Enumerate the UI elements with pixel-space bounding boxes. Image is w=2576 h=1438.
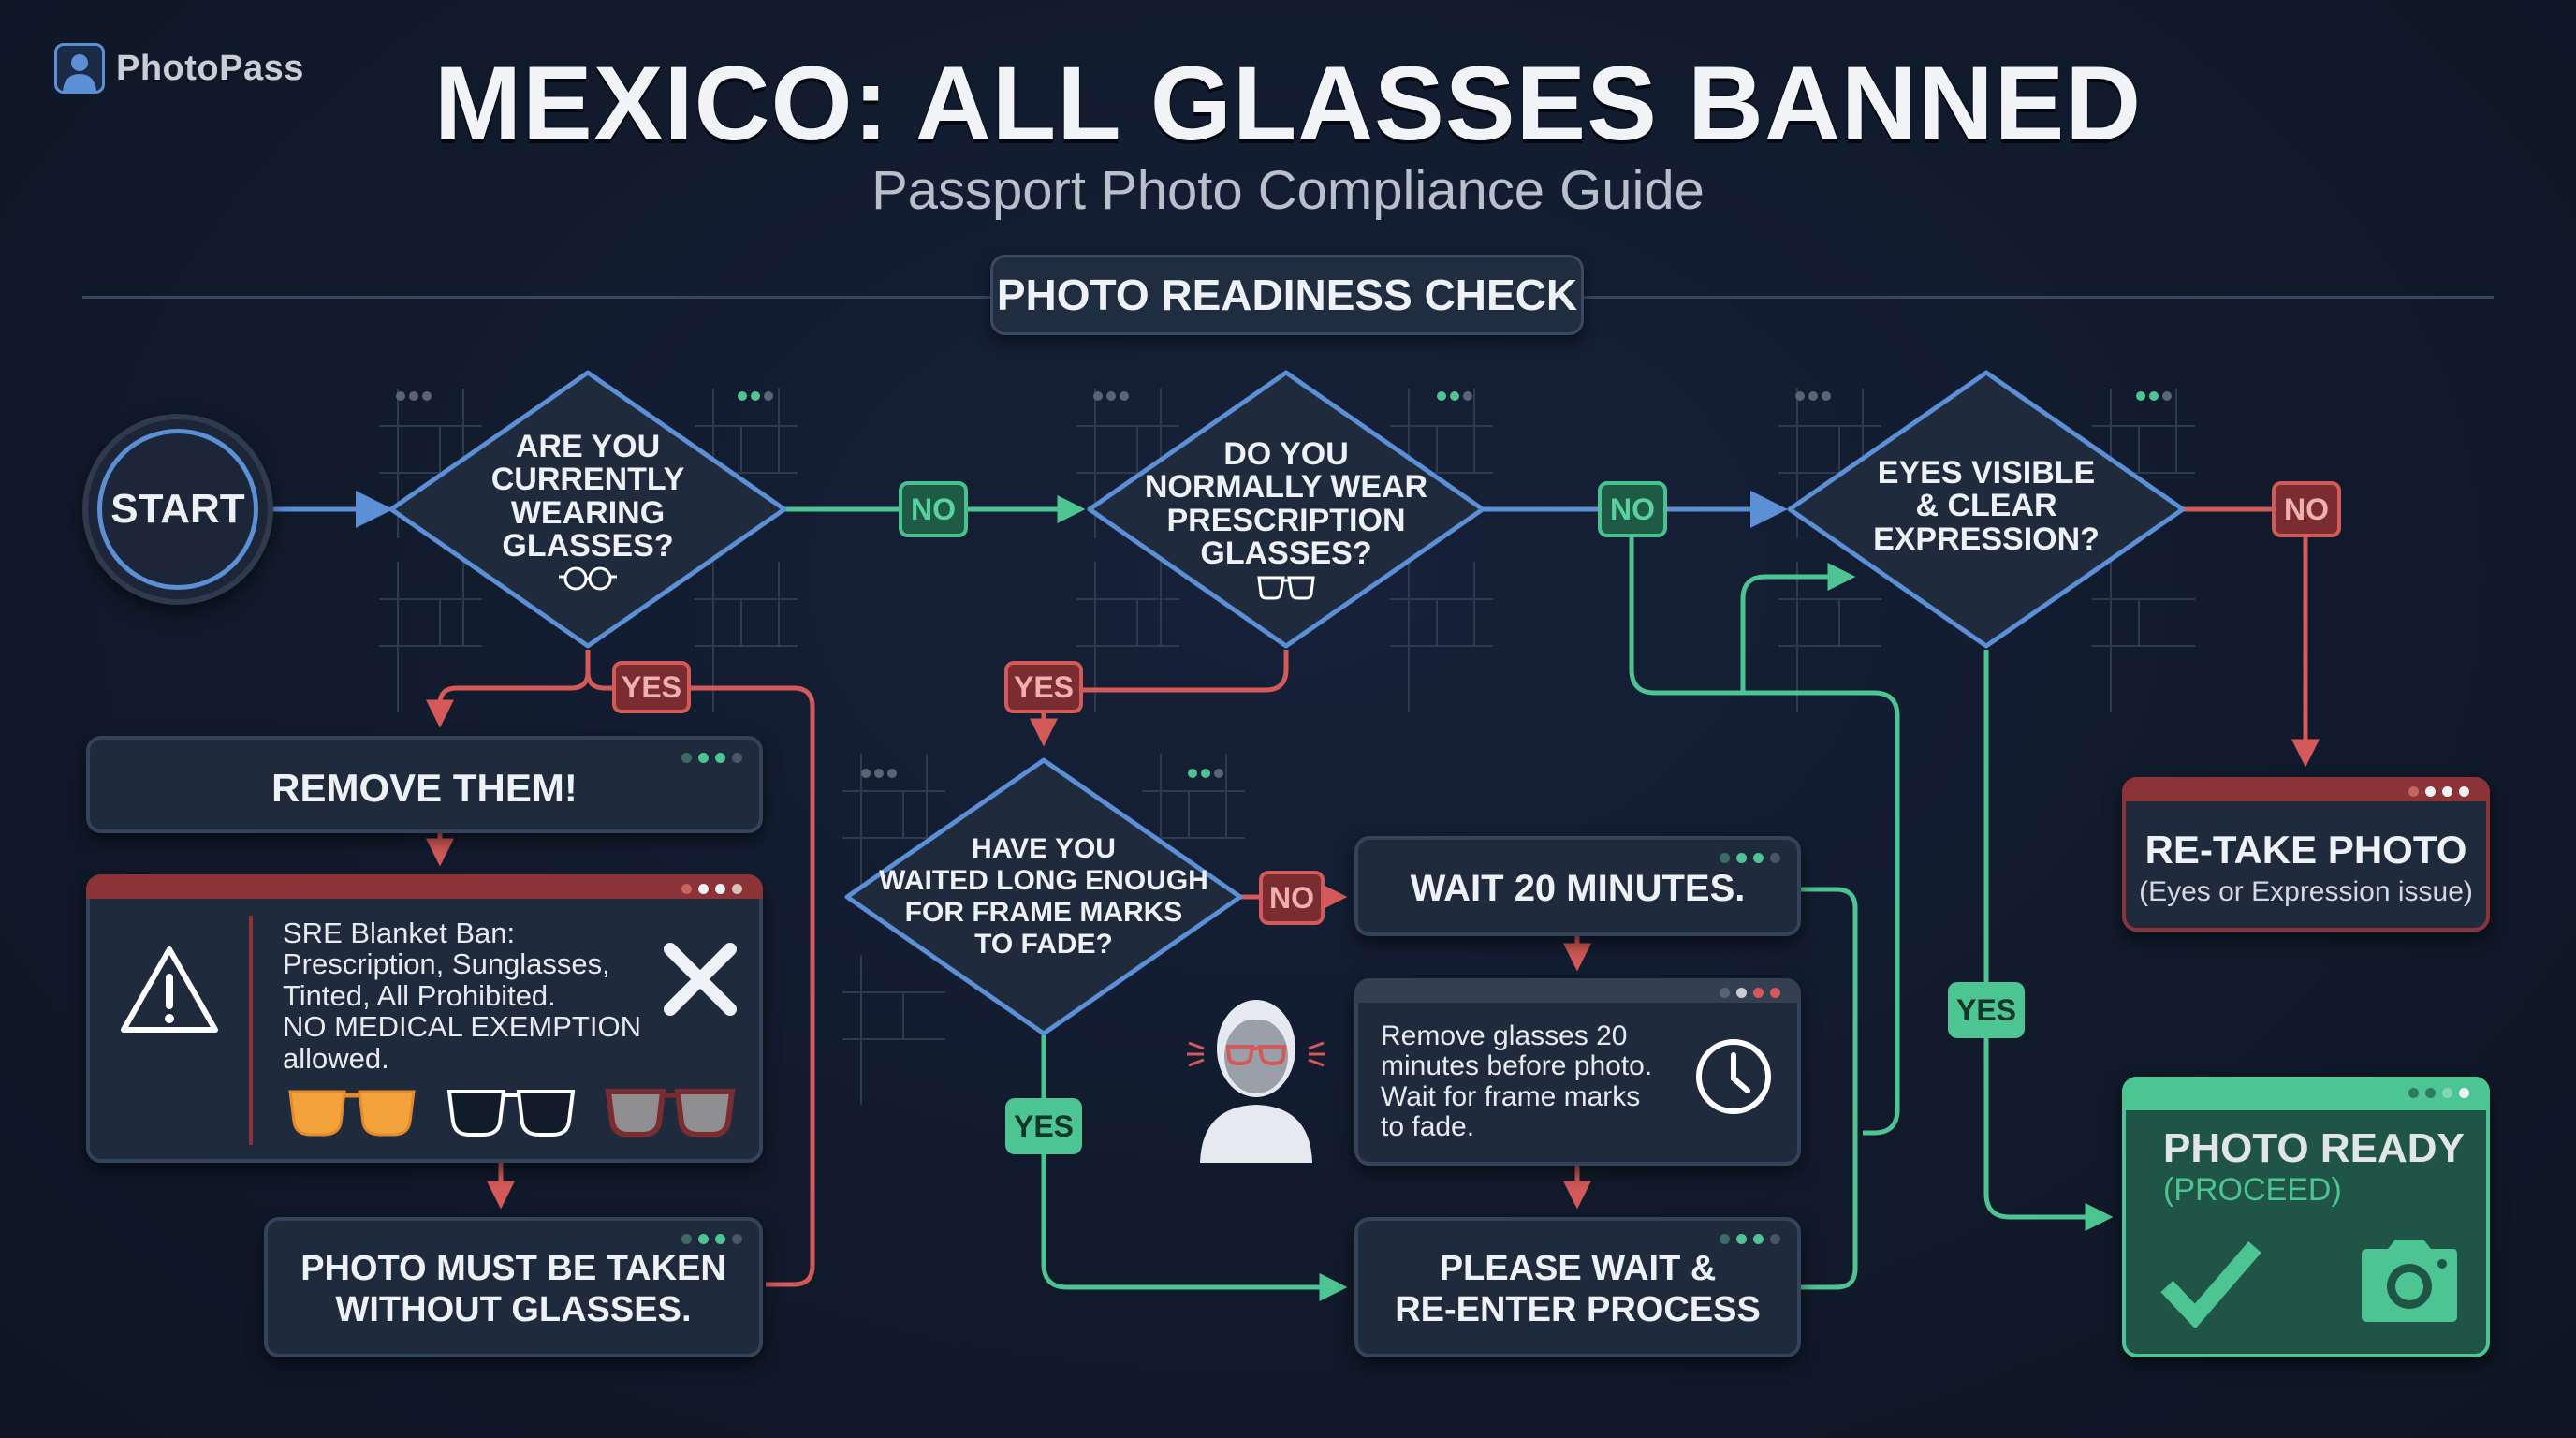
section-badge: PHOTO READINESS CHECK [990, 255, 1584, 335]
start-node[interactable]: START [82, 414, 273, 605]
retake-subtitle: (Eyes or Expression issue) [2139, 876, 2473, 907]
blanket-ban-text: SRE Blanket Ban: Prescription, Sunglasse… [283, 917, 641, 1075]
q2-line: NORMALLY WEAR [1144, 469, 1428, 506]
warning-triangle-icon [121, 946, 218, 1033]
question-normally-wear[interactable]: DO YOU NORMALLY WEAR PRESCRIPTION GLASSE… [1136, 436, 1436, 609]
square-glasses-icon [1257, 576, 1315, 600]
q4-line: TO FADE? [974, 928, 1113, 960]
q4-line: HAVE YOU [972, 833, 1116, 864]
detail-line: Wait for frame marks [1381, 1080, 1641, 1112]
please-wait-line: PLEASE WAIT & [1439, 1249, 1717, 1288]
clear-glasses-icon [446, 1090, 576, 1137]
page-subtitle: Passport Photo Compliance Guide [871, 160, 1705, 221]
round-glasses-icon [559, 566, 617, 591]
q4-yes-tag: YES [1005, 1098, 1082, 1154]
q2-line: DO YOU [1223, 436, 1349, 472]
must-without-label: PHOTO MUST BE TAKEN WITHOUT GLASSES. [268, 1249, 759, 1330]
window-dots [681, 753, 742, 763]
q2-line: PRESCRIPTION [1166, 502, 1406, 538]
ban-line: allowed. [283, 1041, 389, 1075]
q3-line: EYES VISIBLE [1877, 455, 2096, 491]
photo-ready-card[interactable]: PHOTO READY (PROCEED) [2122, 1077, 2490, 1357]
q4-line: WAITED LONG ENOUGH [879, 864, 1208, 896]
q2-line: GLASSES? [1200, 536, 1372, 572]
ban-line: Prescription, Sunglasses, [283, 947, 610, 981]
wait-20-minutes-card[interactable]: WAIT 20 MINUTES. [1354, 836, 1801, 936]
window-dots [2408, 1088, 2469, 1098]
clock-icon [1696, 1039, 1771, 1114]
detail-line: to fade. [1381, 1111, 1475, 1143]
page-title: MEXICO: ALL GLASSES BANNED [433, 45, 2143, 162]
q2-yes-tag: YES [1004, 661, 1083, 713]
photo-ready-title: PHOTO READY [2163, 1125, 2465, 1171]
camera-icon [2362, 1240, 2457, 1322]
please-wait-line: RE-ENTER PROCESS [1395, 1289, 1761, 1329]
detail-line: minutes before photo. [1381, 1050, 1653, 1082]
q4-line: FOR FRAME MARKS [904, 896, 1183, 928]
retake-title: RE-TAKE PHOTO [2144, 828, 2467, 872]
tinted-glasses-icon [605, 1089, 736, 1137]
q1-no-tag: NO [899, 481, 968, 537]
window-dots [1720, 853, 1780, 863]
checkmark-icon [2160, 1241, 2261, 1328]
question-eyes-visible[interactable]: EYES VISIBLE & CLEAR EXPRESSION? [1837, 455, 2136, 557]
window-dots [681, 1234, 742, 1244]
question-waited-long-enough[interactable]: HAVE YOU WAITED LONG ENOUGH FOR FRAME MA… [875, 833, 1212, 961]
remove-them-card[interactable]: REMOVE THEM! [86, 736, 763, 833]
q4-no-tag: NO [1259, 871, 1325, 925]
window-dots [1720, 1234, 1780, 1244]
diamond-shapes [388, 370, 2186, 1036]
ban-line: Tinted, All Prohibited. [283, 978, 556, 1012]
detail-line: Remove glasses 20 [1381, 1020, 1628, 1051]
window-dots [681, 884, 742, 894]
ban-line: NO MEDICAL EXEMPTION [283, 1010, 641, 1044]
q3-line: & CLEAR [1915, 488, 2057, 524]
remove-them-label: REMOVE THEM! [271, 766, 578, 810]
orange-sunglasses-icon [288, 1090, 416, 1137]
please-wait-card[interactable]: PLEASE WAIT & RE-ENTER PROCESS [1354, 1217, 1801, 1357]
q1-line: CURRENTLY [490, 462, 685, 498]
accent-divider [249, 916, 253, 1145]
wait-detail-text: Remove glasses 20 minutes before photo. … [1381, 1020, 1653, 1143]
person-headset-icon [54, 43, 105, 94]
person-with-frame-marks-icon [1187, 1000, 1325, 1163]
x-mark-icon [664, 943, 737, 1016]
window-dots [2408, 786, 2469, 797]
q3-line: EXPRESSION? [1873, 521, 2100, 557]
q1-line: ARE YOU [515, 429, 661, 464]
must-without-glasses-card[interactable]: PHOTO MUST BE TAKEN WITHOUT GLASSES. [264, 1217, 763, 1357]
wait-detail-card: Remove glasses 20 minutes before photo. … [1354, 978, 1801, 1166]
blanket-ban-warning-card: SRE Blanket Ban: Prescription, Sunglasse… [86, 874, 763, 1163]
start-label: START [97, 429, 258, 590]
grid-decorations [379, 389, 2195, 1105]
q1-line: GLASSES? [502, 528, 674, 565]
window-dots [1720, 988, 1780, 998]
must-line: WITHOUT GLASSES. [335, 1289, 692, 1329]
q3-yes-tag: YES [1948, 982, 2025, 1038]
retake-photo-card[interactable]: RE-TAKE PHOTO (Eyes or Expression issue) [2122, 777, 2490, 932]
must-line: PHOTO MUST BE TAKEN [300, 1249, 726, 1288]
please-wait-label: PLEASE WAIT & RE-ENTER PROCESS [1358, 1249, 1797, 1330]
q1-yes-tag: YES [612, 661, 691, 713]
wait-20-label: WAIT 20 MINUTES. [1410, 868, 1746, 909]
question-currently-wearing[interactable]: ARE YOU CURRENTLY WEARING GLASSES? [447, 429, 728, 600]
q1-line: WEARING [510, 494, 666, 531]
q3-no-tag: NO [2272, 481, 2341, 537]
brand-name: PhotoPass [116, 48, 304, 88]
grid-dots [396, 391, 2172, 778]
card-header-bar [86, 874, 763, 899]
ban-line: SRE Blanket Ban: [283, 917, 516, 949]
brand-logo[interactable]: PhotoPass [54, 43, 304, 94]
q2-no-tag: NO [1598, 481, 1667, 537]
photo-ready-subtitle: (PROCEED) [2163, 1172, 2342, 1208]
